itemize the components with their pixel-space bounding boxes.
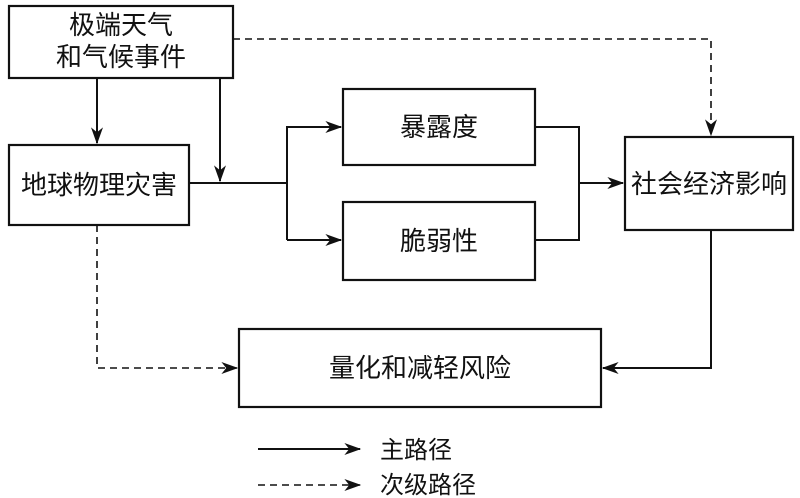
node-vulnerability-label: 脆弱性 — [400, 227, 478, 257]
node-socioeconomic-impact-label: 社会经济影响 — [631, 170, 787, 200]
edge-extreme-to-impact-secondary — [233, 38, 717, 137]
node-geophysical-hazard-label: 地球物理灾害 — [21, 171, 177, 201]
edge-exposure-vulnerability-merge — [535, 126, 580, 241]
node-extreme-weather-line2: 和气候事件 — [56, 43, 186, 73]
node-exposure-label: 暴露度 — [400, 113, 478, 143]
node-quantify-reduce-risk: 量化和减轻风险 — [237, 327, 603, 409]
node-extreme-weather: 极端天气 和气候事件 — [7, 4, 235, 80]
node-vulnerability: 脆弱性 — [341, 200, 537, 282]
legend-secondary-label: 次级路径 — [380, 471, 476, 498]
edge-impact-to-risk — [601, 230, 712, 374]
edge-hazard-to-risk-secondary — [96, 225, 239, 374]
node-geophysical-hazard: 地球物理灾害 — [7, 143, 191, 227]
legend: 主路径 次级路径 — [258, 436, 476, 498]
node-exposure: 暴露度 — [341, 87, 537, 167]
node-extreme-weather-line1: 极端天气 — [69, 11, 173, 41]
edge-junction-to-exposure — [286, 121, 343, 240]
node-socioeconomic-impact: 社会经济影响 — [623, 135, 795, 232]
legend-primary-label: 主路径 — [380, 436, 452, 464]
node-quantify-reduce-risk-label: 量化和减轻风险 — [329, 354, 511, 384]
